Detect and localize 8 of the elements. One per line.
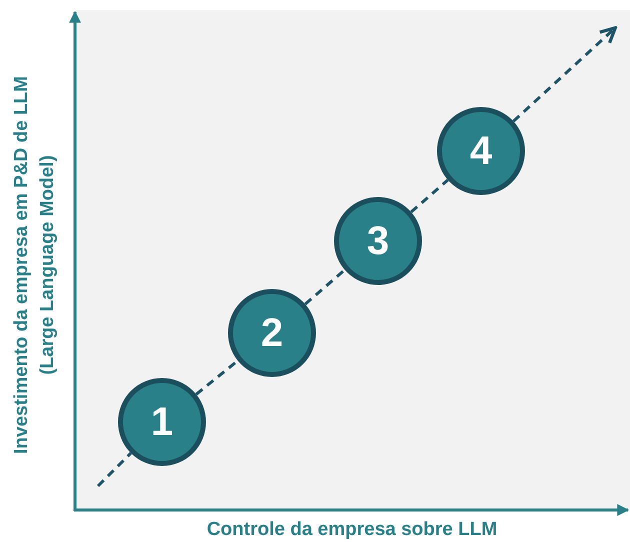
y-axis-title: Investimento da empresa em P&D de LLM xyxy=(11,76,33,454)
step-number: 3 xyxy=(366,218,390,264)
x-axis-title: Controle da empresa sobre LLM xyxy=(206,519,498,541)
step-number: 1 xyxy=(150,400,174,444)
step-number: 2 xyxy=(260,310,284,356)
step-number: 4 xyxy=(470,128,492,174)
y-axis-title: (Large Language Model) xyxy=(37,155,59,375)
dashed-arrow xyxy=(512,26,617,122)
